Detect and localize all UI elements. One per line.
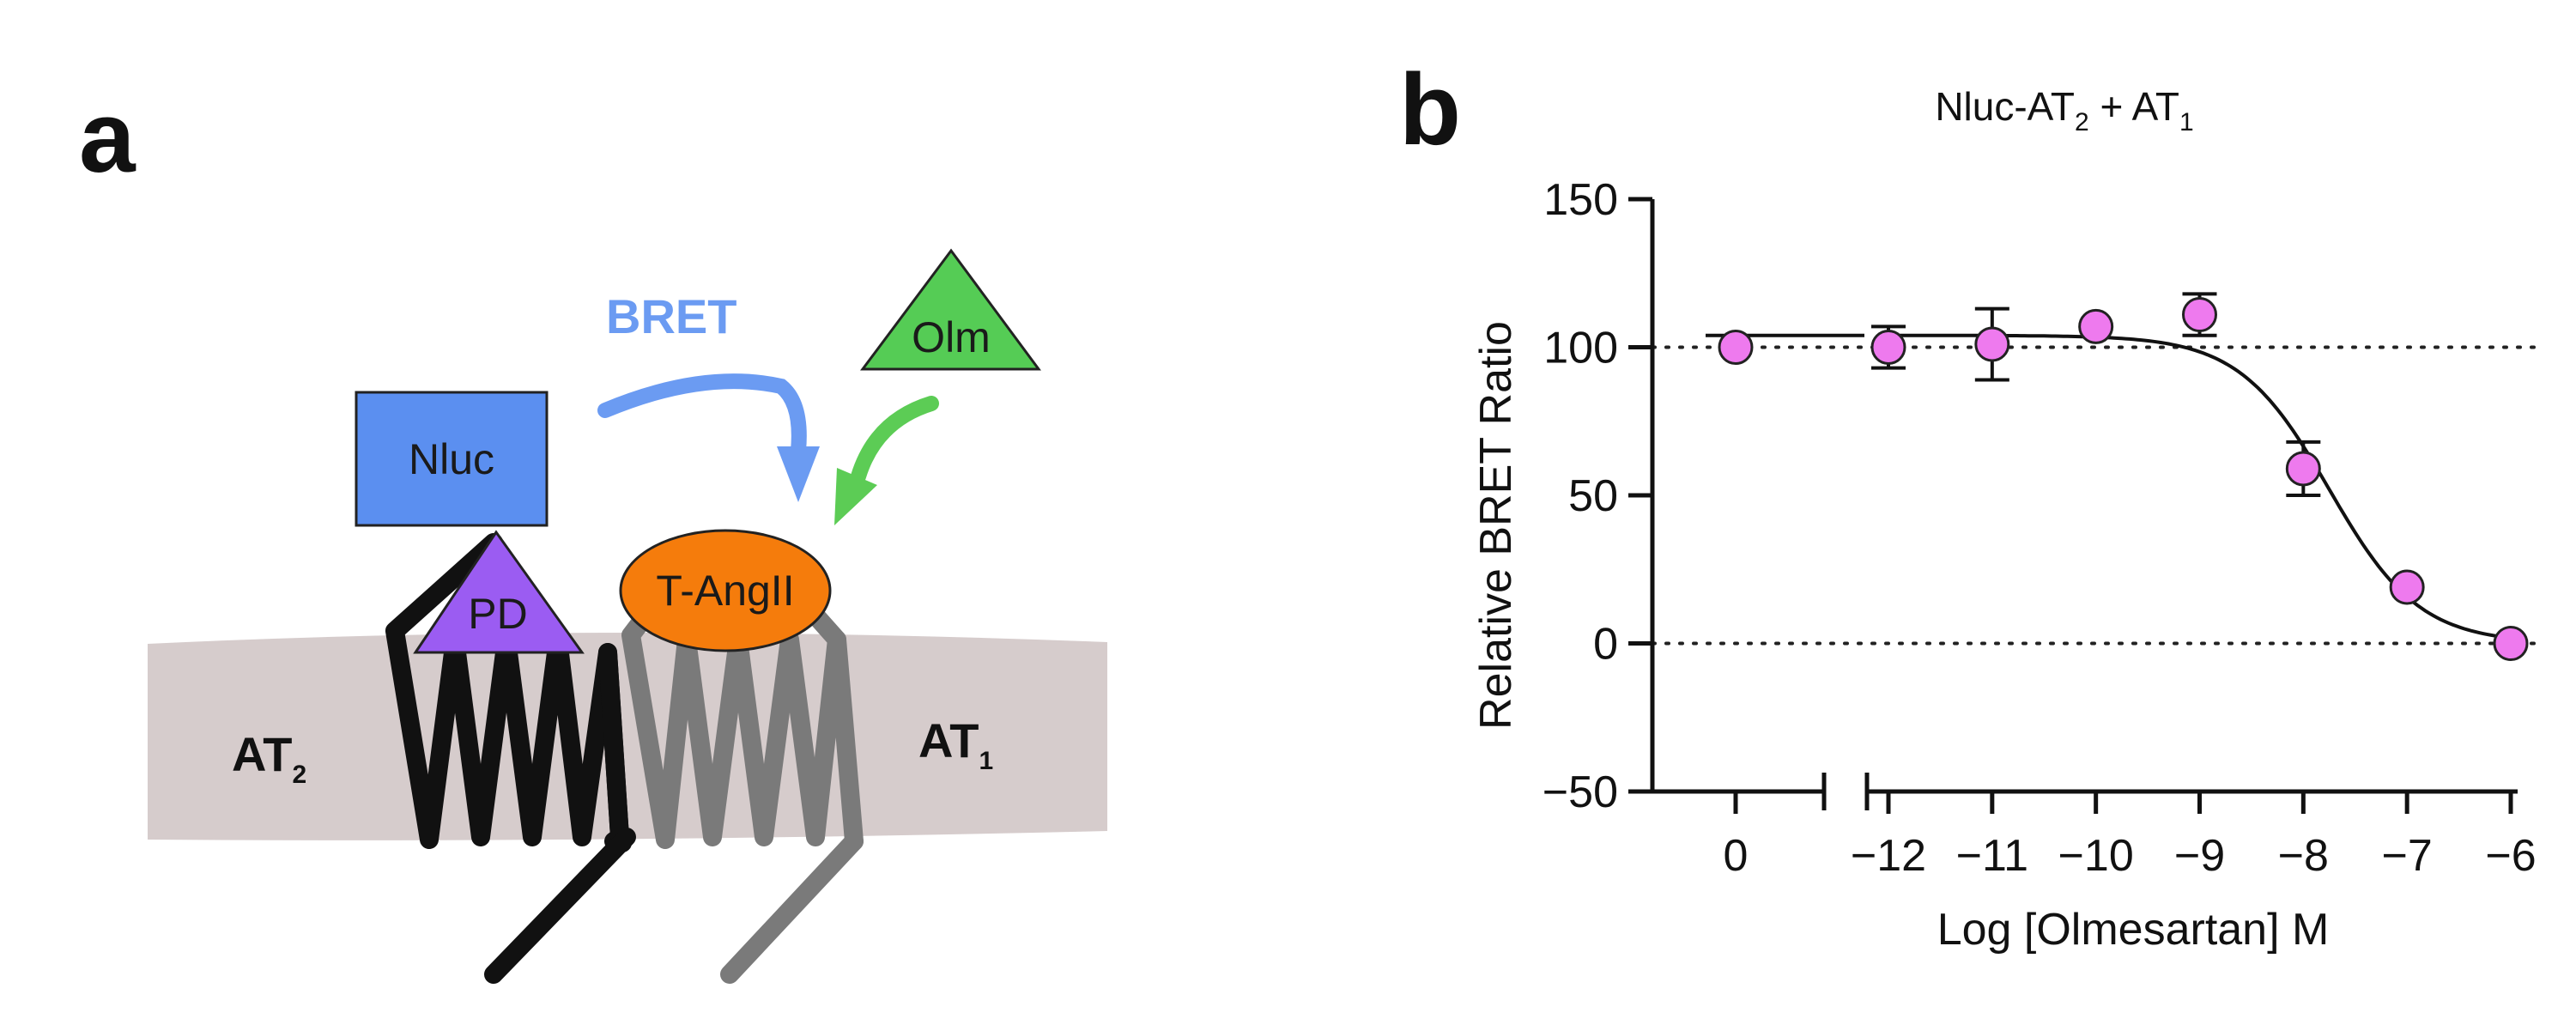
panel-b: b Nluc-AT2 + AT1 Relative BRET Ratio Log… (1399, 53, 2543, 955)
membrane-band (148, 632, 1107, 840)
olm-triangle (860, 248, 1041, 371)
chart-title: Nluc-AT2 + AT1 (1935, 84, 2193, 136)
x-tick-label: −12 (1851, 831, 1926, 881)
data-point (1870, 330, 1906, 365)
at2-label-main: AT (232, 727, 293, 781)
x-tick-label: −7 (2382, 831, 2433, 881)
data-point (2285, 451, 2321, 487)
at2-label-sub: 2 (293, 761, 307, 789)
data-point (2389, 569, 2425, 605)
y-tick-label: 0 (1593, 620, 1618, 670)
chart-title-part-0: Nluc-AT (1935, 84, 2075, 129)
y-tick-label: 150 (1543, 175, 1618, 225)
y-tick-label: 50 (1568, 471, 1618, 521)
chart-title-part-1: 2 (2075, 108, 2089, 136)
x-tick-label: −8 (2278, 831, 2329, 881)
nluc-box (355, 391, 549, 527)
olm-label: Olm (912, 313, 991, 361)
bret-arrowhead (777, 446, 820, 502)
data-point (2182, 297, 2217, 333)
y-axis-label: Relative BRET Ratio (1471, 321, 1521, 730)
data-point (2493, 626, 2529, 661)
y-tick-label: −50 (1543, 767, 1618, 817)
chart-title-part-2: + AT (2089, 84, 2179, 129)
at1-label-sub: 1 (979, 747, 994, 775)
at2-label: AT2 (232, 727, 306, 789)
x-tick-label: 0 (1724, 831, 1749, 881)
chart-title-part-3: 1 (2179, 108, 2194, 136)
pd-triangle (413, 530, 585, 654)
x-tick-label: −6 (2485, 831, 2536, 881)
x-tick-label: −11 (1956, 831, 2028, 881)
x-tick-label: −9 (2174, 831, 2225, 881)
tangii-label: T-AngII (656, 567, 794, 615)
x-axis-label: Log [Olmesartan] M (1937, 905, 2330, 955)
bret-arrow (597, 373, 807, 458)
x-tick-label: −10 (2058, 831, 2134, 881)
at1-label-main: AT (918, 713, 979, 767)
at1-receptor-cterm (720, 832, 864, 984)
tangii-ellipse (619, 529, 832, 652)
data-point (1718, 330, 1754, 365)
bret-label: BRET (606, 289, 736, 343)
chart-plot-area: −50 0 50 100 150 0 −12 −11 −10 −9 −8 −7 −6 (1543, 175, 2543, 881)
panel-a-letter: a (79, 81, 136, 194)
at1-label: AT1 (918, 713, 993, 775)
nluc-label: Nluc (409, 435, 494, 483)
panel-a: a Nluc PD T-AngII Olm BRET AT2 (79, 81, 1107, 984)
data-point (1974, 326, 2010, 362)
olm-arrowhead (834, 468, 877, 525)
pd-label: PD (468, 590, 527, 638)
panel-b-letter: b (1399, 53, 1461, 167)
at2-receptor-cterm (484, 828, 636, 984)
data-point (2078, 308, 2114, 344)
y-tick-label: 100 (1543, 324, 1618, 373)
olm-arrow (851, 396, 939, 484)
